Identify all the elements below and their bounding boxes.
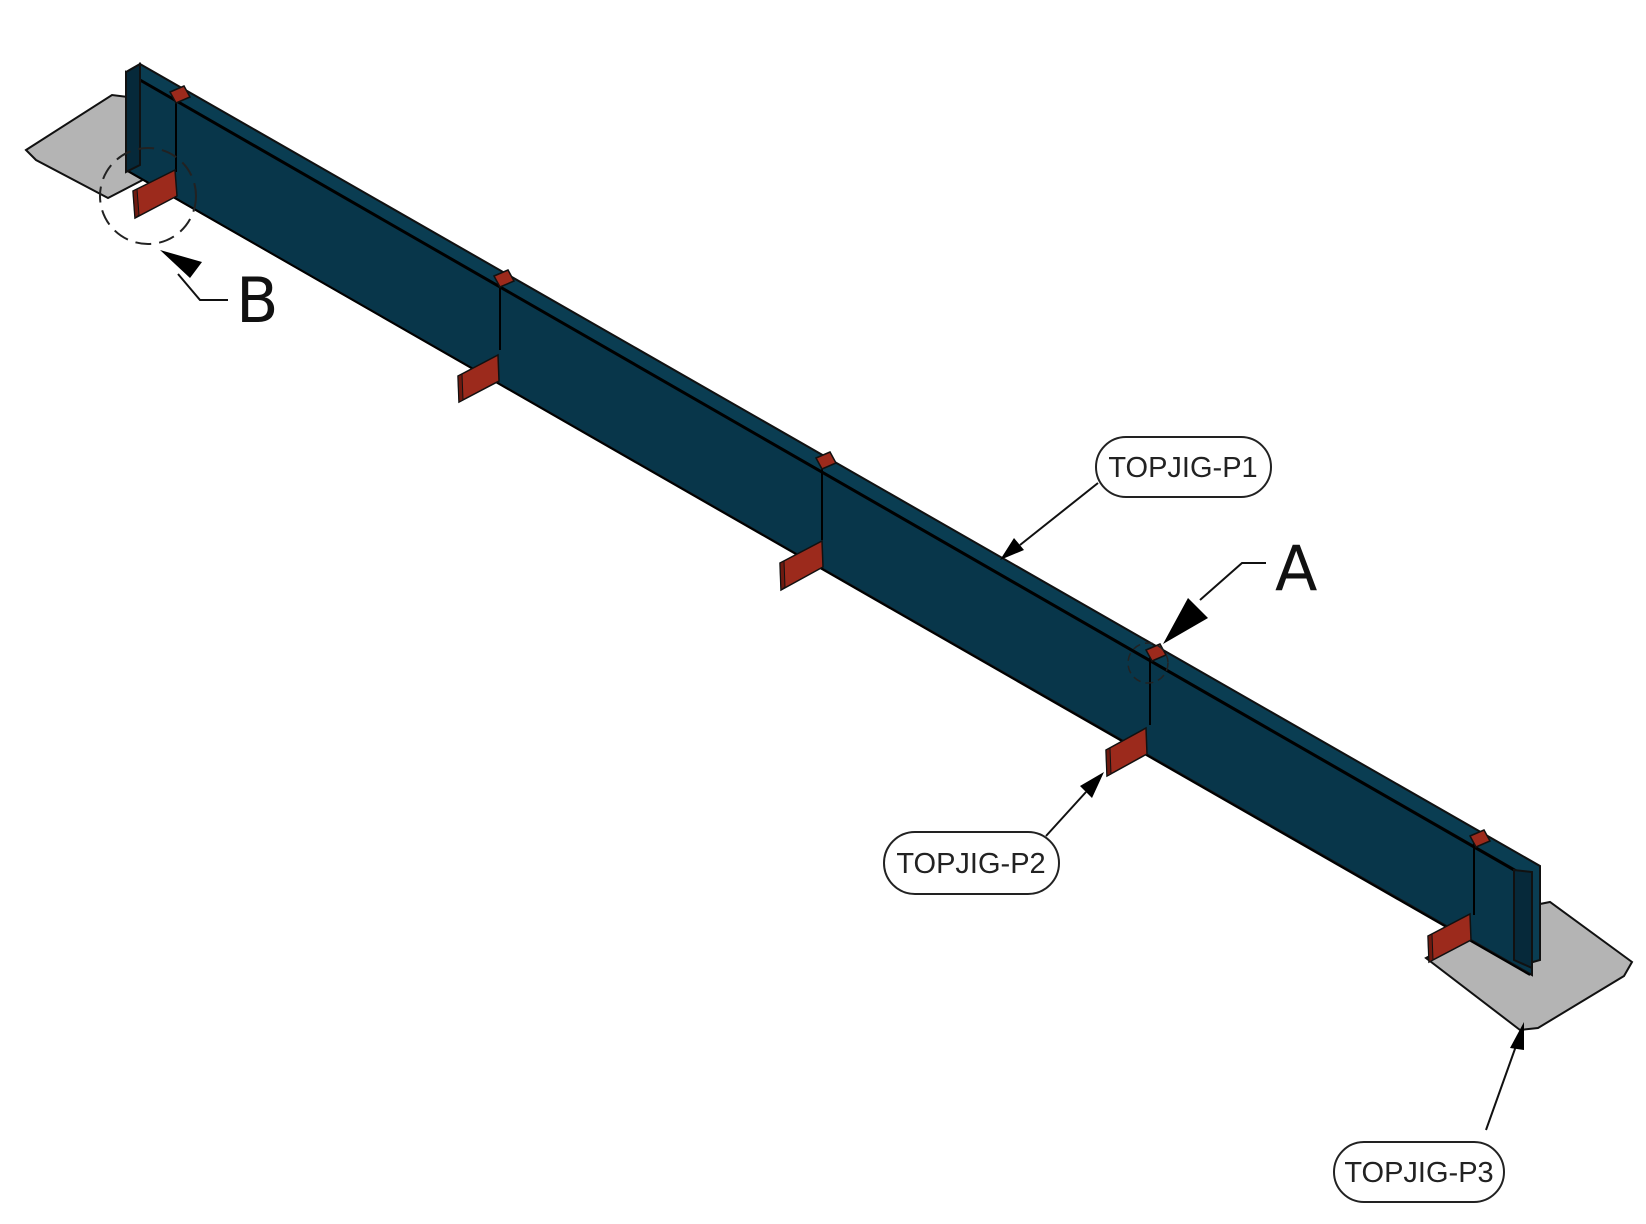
top-tab-2 — [492, 269, 516, 288]
leader-p2 — [1045, 791, 1087, 837]
bottom-clip-5 — [1427, 912, 1472, 964]
bottom-clip-1 — [132, 168, 178, 220]
bottom-clip-4 — [1105, 726, 1148, 778]
arrowhead-b — [160, 250, 202, 278]
beam-left-end — [125, 62, 141, 174]
balloon-p1 — [1095, 436, 1272, 498]
detail-circle-a — [1127, 642, 1169, 684]
leader-p3 — [1485, 1045, 1517, 1131]
top-tab-1 — [168, 85, 192, 104]
beam-top-edge — [139, 78, 1529, 880]
arrowhead-p2 — [1080, 772, 1104, 798]
top-tab-5 — [1468, 829, 1492, 848]
top-tab-3 — [814, 451, 838, 470]
leader-b — [177, 273, 228, 301]
detail-label-a: A — [1275, 532, 1317, 605]
leader-p1 — [1019, 482, 1099, 546]
bottom-clip-2 — [457, 353, 500, 404]
beam-bottom-edge — [125, 169, 1531, 976]
detail-label-b: B — [236, 264, 279, 337]
arrowhead-a — [1163, 598, 1208, 644]
balloon-p3 — [1333, 1141, 1505, 1203]
beam-web — [125, 70, 1533, 977]
leader-a — [1199, 562, 1266, 601]
arrowhead-p1 — [1000, 538, 1024, 560]
part-label-p2: TOPJIG-P2 — [896, 848, 1045, 880]
detail-circle-b — [99, 147, 197, 245]
part-label-p1: TOPJIG-P1 — [1108, 452, 1257, 484]
beam-right-end — [1513, 868, 1533, 970]
balloon-p2 — [883, 831, 1060, 895]
part-label-p3: TOPJIG-P3 — [1344, 1157, 1493, 1189]
arrowhead-p3 — [1510, 1022, 1524, 1050]
bottom-clip-3 — [779, 539, 824, 592]
